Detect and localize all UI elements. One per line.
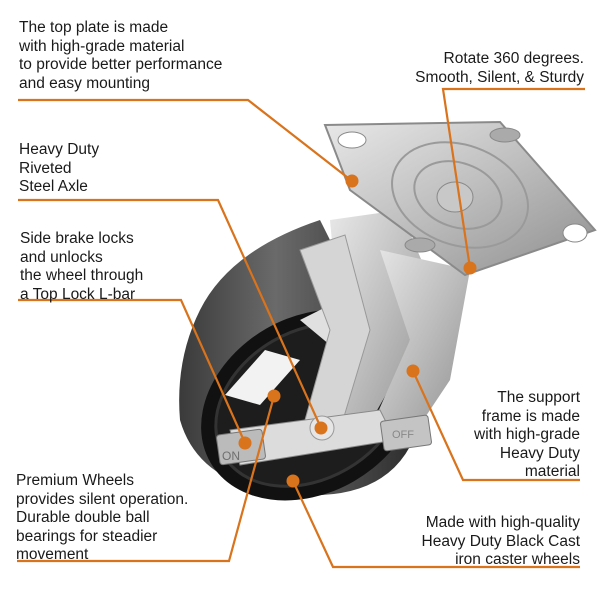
dot-premium-wheels bbox=[267, 389, 281, 403]
callout-dots bbox=[238, 174, 477, 488]
annotation-premium-wheels: Premium Wheels provides silent operation… bbox=[16, 472, 189, 563]
dot-brake bbox=[238, 436, 252, 450]
leader-rotate bbox=[441, 87, 585, 269]
leader-axle bbox=[18, 198, 323, 429]
leader-lines bbox=[17, 87, 585, 569]
leader-brake bbox=[18, 298, 247, 444]
dot-cast-iron bbox=[286, 474, 300, 488]
annotation-rotate: Rotate 360 degrees. Smooth, Silent, & St… bbox=[415, 50, 584, 86]
dot-axle bbox=[314, 421, 328, 435]
leader-premium-wheels bbox=[17, 395, 276, 563]
annotation-top-plate: The top plate is made with high-grade ma… bbox=[19, 19, 223, 92]
dot-rotate bbox=[463, 261, 477, 275]
leader-support-frame bbox=[412, 370, 580, 482]
support-frame bbox=[299, 210, 470, 440]
annotation-axle: Heavy Duty Riveted Steel Axle bbox=[19, 141, 100, 195]
annotation-support-frame: The support frame is made with high-grad… bbox=[474, 389, 580, 480]
annotation-cast-iron: Made with high-quality Heavy Duty Black … bbox=[421, 514, 581, 568]
dot-top-plate bbox=[345, 174, 359, 188]
annotation-brake: Side brake locks and unlocks the wheel t… bbox=[20, 230, 144, 303]
dot-support-frame bbox=[406, 364, 420, 378]
pedal-on-label: ON bbox=[222, 449, 240, 463]
pedal-off-label: OFF bbox=[392, 429, 414, 441]
leader-cast-iron bbox=[292, 480, 580, 569]
leader-top-plate bbox=[18, 98, 353, 182]
